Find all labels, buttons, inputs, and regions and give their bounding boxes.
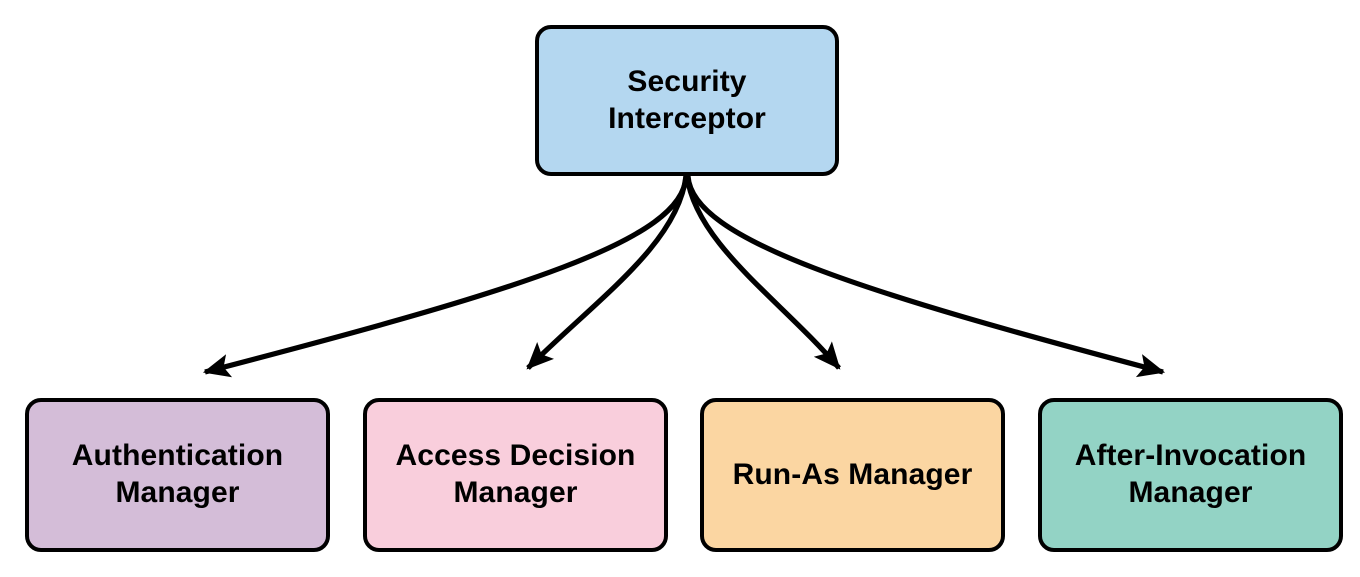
node-access-decision-manager[interactable]: Access Decision Manager xyxy=(363,398,668,552)
edge-root-to-authentication-manager xyxy=(202,175,689,378)
edge-root-to-access-decision-manager xyxy=(526,175,689,370)
node-security-interceptor[interactable]: Security Interceptor xyxy=(535,25,839,176)
edge-root-to-run-as-manager xyxy=(684,175,841,370)
node-run-as-manager[interactable]: Run-As Manager xyxy=(700,398,1005,552)
edge-root-to-after-invocation-manager xyxy=(685,175,1166,378)
node-authentication-manager[interactable]: Authentication Manager xyxy=(25,398,330,552)
node-authentication-manager-label: Authentication Manager xyxy=(71,439,284,509)
node-after-invocation-manager-label: After-Invocation Manager xyxy=(1074,439,1307,509)
node-security-interceptor-label: Security Interceptor xyxy=(608,64,766,135)
node-after-invocation-manager[interactable]: After-Invocation Manager xyxy=(1038,398,1343,552)
node-access-decision-manager-label: Access Decision Manager xyxy=(395,439,636,509)
node-run-as-manager-label: Run-As Manager xyxy=(732,457,973,491)
